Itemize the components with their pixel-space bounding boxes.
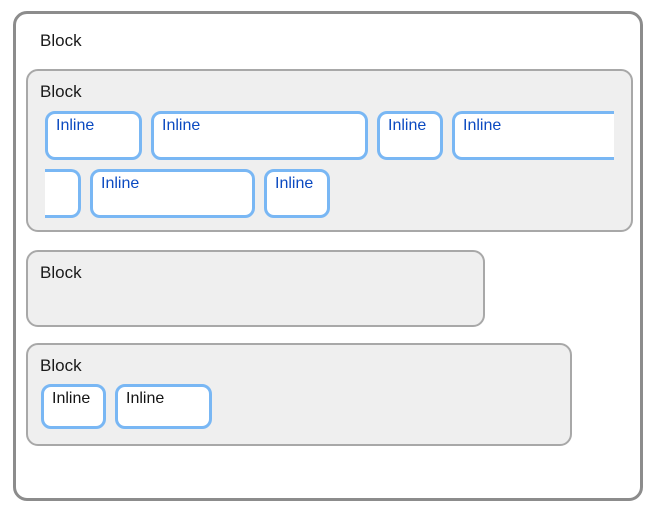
outer-block: Block Block Inline Inline Inline Inline … bbox=[13, 11, 643, 501]
inline-row-1: Inline Inline Inline Inline bbox=[45, 111, 614, 160]
inline-box: Inline bbox=[45, 111, 142, 160]
outer-block-label: Block bbox=[40, 31, 82, 50]
inline-box: Inline bbox=[151, 111, 368, 160]
nested-block-3-label: Block bbox=[40, 356, 82, 375]
inline-box: Inline bbox=[41, 384, 106, 429]
inline-box: Inline bbox=[115, 384, 212, 429]
nested-block-1: Block Inline Inline Inline Inline Inline… bbox=[26, 69, 633, 232]
nested-block-2: Block bbox=[26, 250, 485, 327]
nested-block-2-label: Block bbox=[40, 263, 82, 282]
nested-block-3: Block Inline Inline bbox=[26, 343, 572, 446]
inline-box-clipped-right: Inline bbox=[452, 111, 614, 160]
nested-block-1-label: Block bbox=[40, 82, 82, 101]
inline-box-clipped-left bbox=[45, 169, 81, 218]
inline-box: Inline bbox=[264, 169, 330, 218]
inline-row-2: Inline Inline bbox=[45, 169, 619, 218]
inline-box: Inline bbox=[90, 169, 255, 218]
inline-box: Inline bbox=[377, 111, 443, 160]
inline-row-3: Inline Inline bbox=[41, 384, 558, 429]
